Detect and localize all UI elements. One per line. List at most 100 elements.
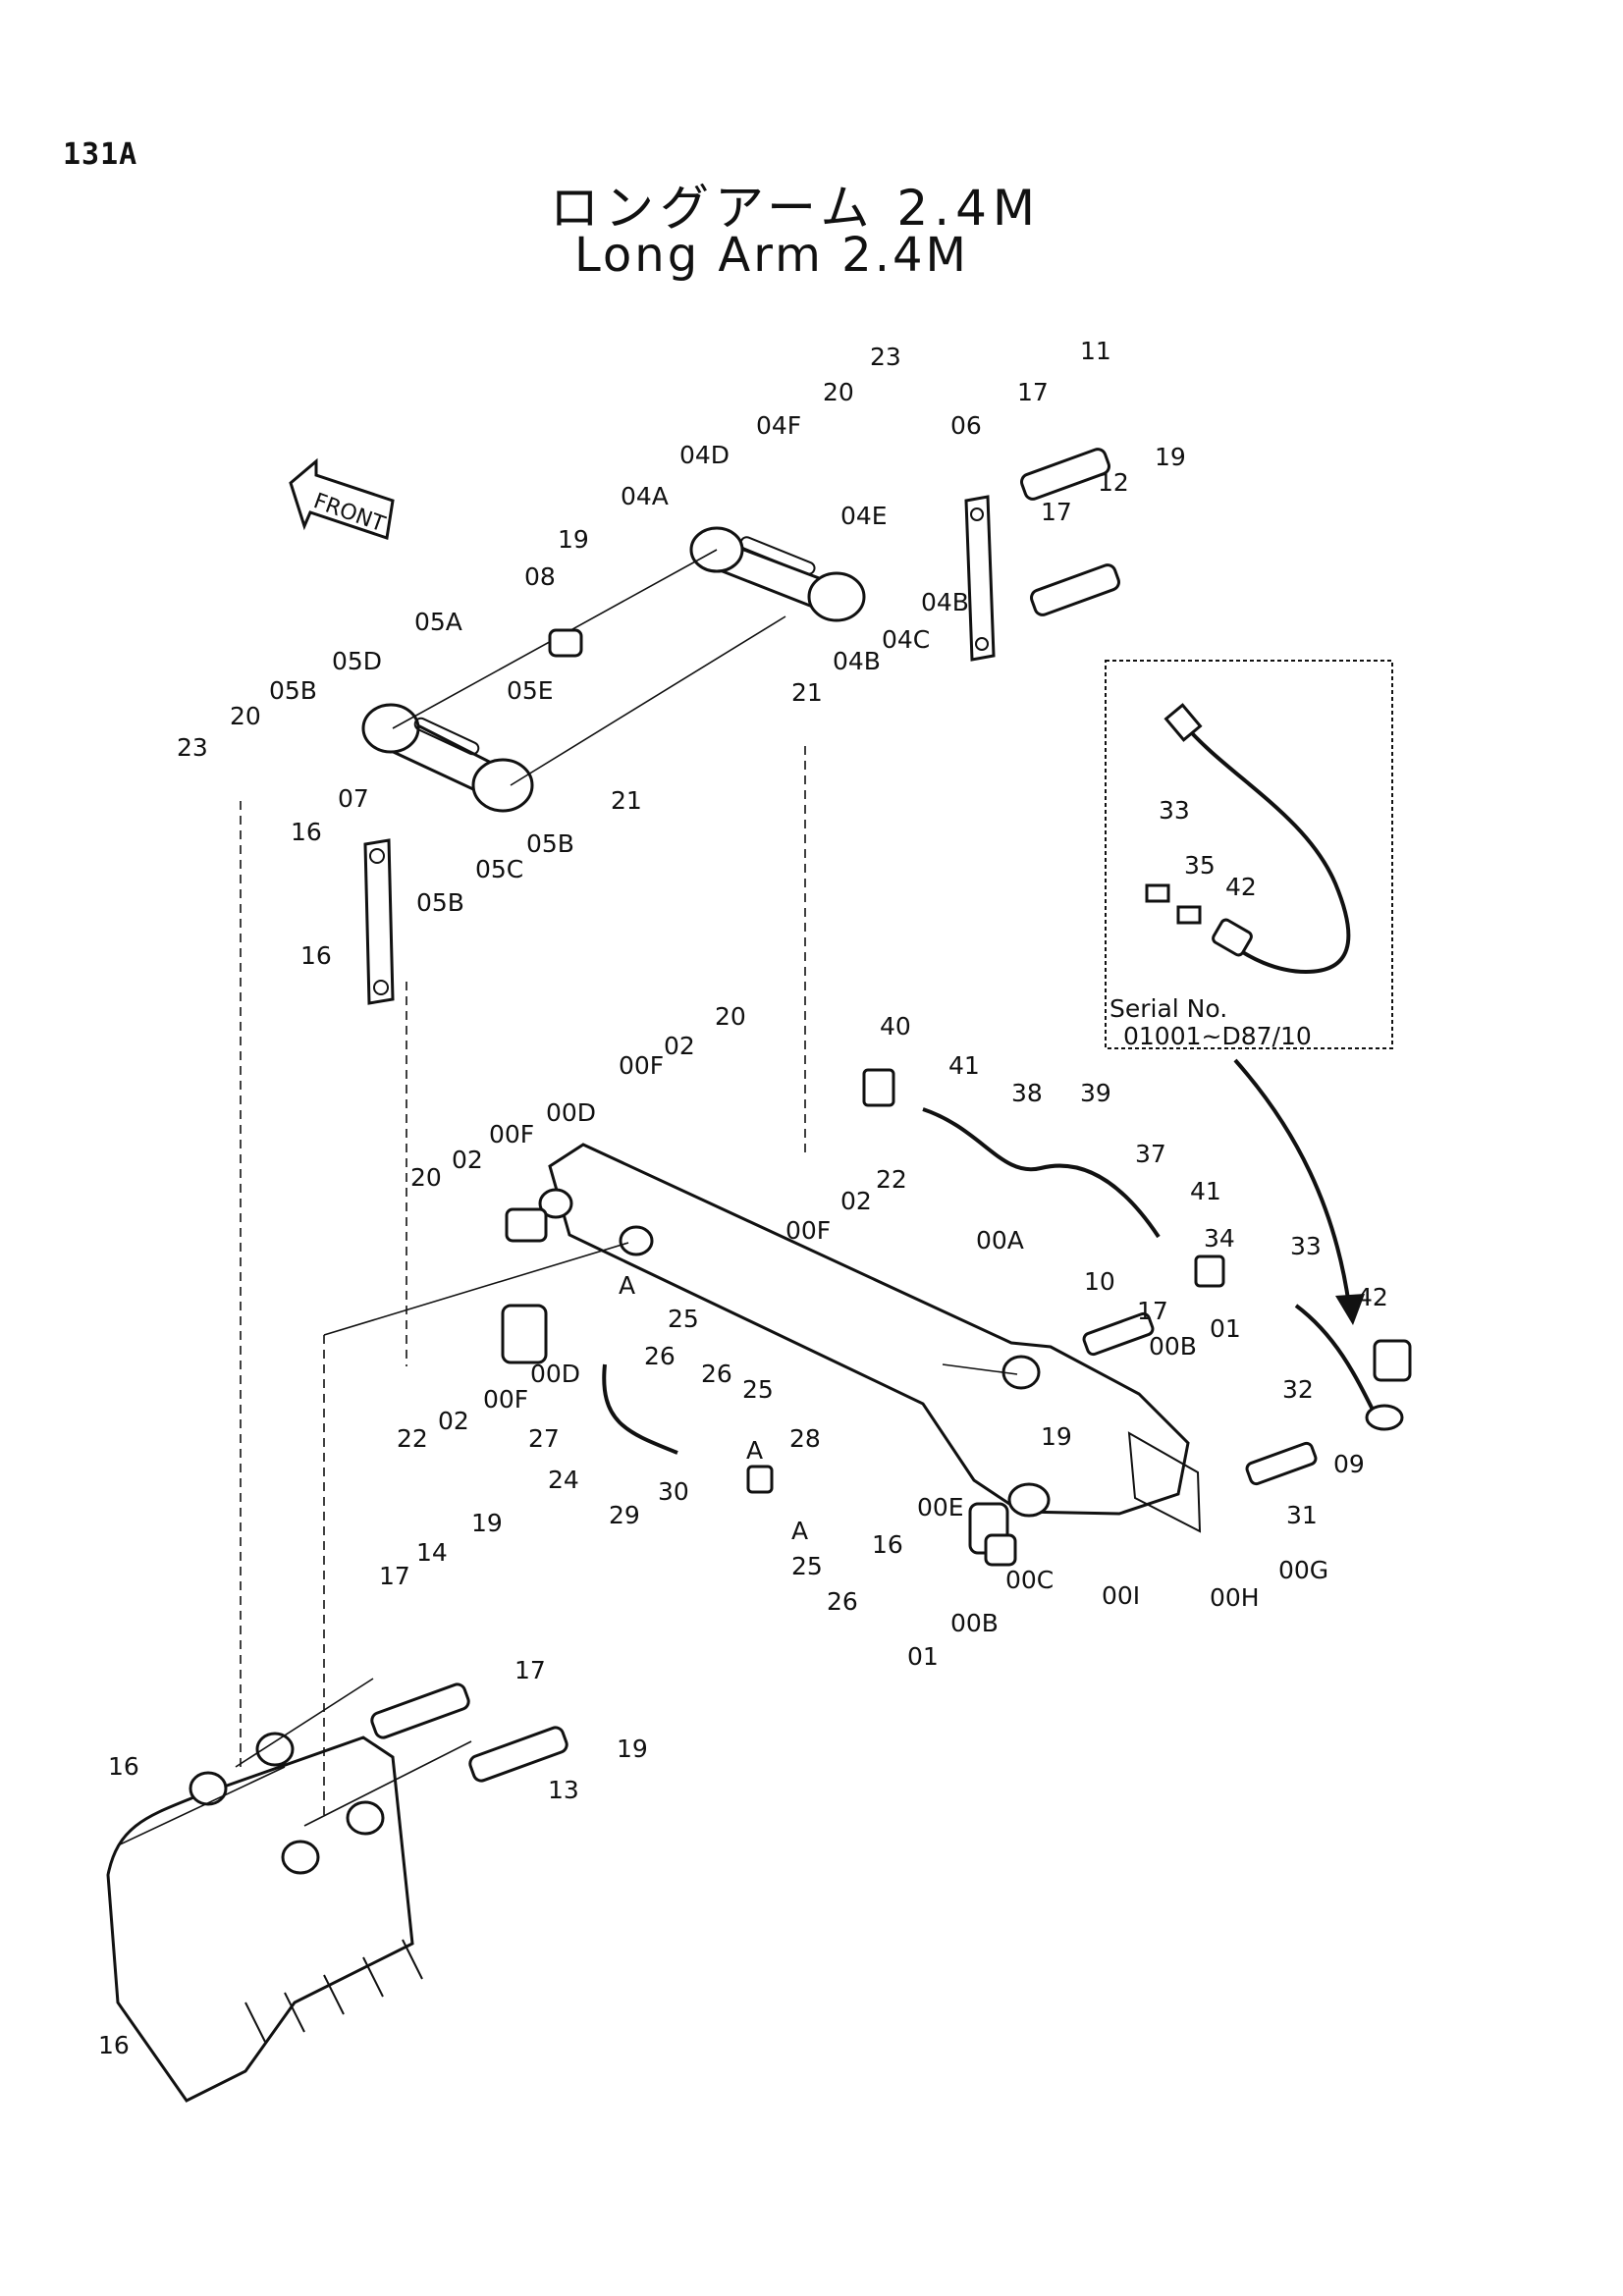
- callout-00b: 00B: [1149, 1332, 1197, 1361]
- callout-35: 35: [1184, 851, 1216, 880]
- callout-08: 08: [524, 562, 556, 591]
- callout-05b: 05B: [526, 829, 574, 858]
- callout-07: 07: [338, 784, 369, 813]
- callout-24: 24: [548, 1466, 579, 1494]
- callout-32: 32: [1282, 1375, 1314, 1404]
- callout-a: A: [746, 1436, 763, 1465]
- callout-41: 41: [1190, 1177, 1221, 1205]
- callout-34: 34: [1204, 1224, 1235, 1253]
- callout-42: 42: [1357, 1283, 1388, 1311]
- callout-40: 40: [880, 1012, 911, 1041]
- callout-19: 19: [471, 1509, 503, 1537]
- callout-42: 42: [1225, 873, 1257, 901]
- callout-00b: 00B: [950, 1609, 999, 1637]
- callout-17: 17: [514, 1656, 546, 1684]
- callout-23: 23: [870, 343, 901, 371]
- callout-10: 10: [1084, 1267, 1115, 1296]
- callout-00h: 00H: [1210, 1583, 1260, 1612]
- callout-16: 16: [872, 1530, 903, 1559]
- callout-00a: 00A: [976, 1226, 1024, 1255]
- callout-38: 38: [1011, 1079, 1043, 1107]
- bucket: [106, 1732, 423, 2103]
- callout-33: 33: [1159, 796, 1190, 825]
- callout-05e: 05E: [507, 676, 554, 705]
- callout-00g: 00G: [1278, 1556, 1328, 1584]
- callout-04e: 04E: [840, 502, 888, 530]
- callout-26: 26: [827, 1587, 858, 1616]
- callout-25: 25: [791, 1552, 823, 1580]
- inset-serial-range: 01001~D87/10: [1123, 1022, 1312, 1050]
- callout-04c: 04C: [882, 625, 930, 654]
- callout-01: 01: [907, 1642, 939, 1671]
- callout-23: 23: [177, 733, 208, 762]
- callout-31: 31: [1286, 1501, 1318, 1529]
- callout-17: 17: [1137, 1297, 1168, 1325]
- callout-05b: 05B: [416, 888, 464, 917]
- title-english: Long Arm 2.4M: [574, 228, 969, 283]
- callout-00f: 00F: [785, 1216, 831, 1245]
- callout-16: 16: [300, 941, 332, 970]
- callout-28: 28: [789, 1424, 821, 1453]
- serial-inset: Serial No. 01001~D87/10: [1105, 660, 1393, 1050]
- callout-19: 19: [617, 1735, 648, 1763]
- callout-16: 16: [108, 1752, 139, 1781]
- callout-04a: 04A: [621, 482, 669, 510]
- callout-19: 19: [1041, 1422, 1072, 1451]
- callout-26: 26: [644, 1342, 676, 1370]
- callout-20: 20: [715, 1002, 746, 1031]
- callout-22: 22: [876, 1165, 907, 1194]
- callout-13: 13: [548, 1776, 579, 1804]
- callout-11: 11: [1080, 337, 1111, 365]
- callout-17: 17: [1017, 378, 1049, 406]
- callout-05a: 05A: [414, 608, 462, 636]
- callout-06: 06: [950, 411, 982, 440]
- callout-01: 01: [1210, 1314, 1241, 1343]
- front-arrow: FRONT: [289, 457, 395, 540]
- callout-20: 20: [410, 1163, 442, 1192]
- callout-19: 19: [1155, 443, 1186, 471]
- arm-body-00a: [538, 1143, 1202, 1533]
- callout-29: 29: [609, 1501, 640, 1529]
- callout-02: 02: [438, 1407, 469, 1435]
- callout-20: 20: [823, 378, 854, 406]
- callout-00d: 00D: [546, 1098, 596, 1127]
- callout-00c: 00C: [1005, 1566, 1054, 1594]
- callout-20: 20: [230, 702, 261, 730]
- callout-09: 09: [1333, 1450, 1365, 1478]
- side-link-06: [964, 495, 996, 662]
- callout-04b: 04B: [921, 588, 969, 616]
- callout-27: 27: [528, 1424, 560, 1453]
- callout-37: 37: [1135, 1140, 1166, 1168]
- link-05a: [361, 703, 534, 813]
- callout-00i: 00I: [1102, 1581, 1140, 1610]
- callout-05b: 05B: [269, 676, 317, 705]
- callout-00f: 00F: [619, 1051, 664, 1080]
- callout-19: 19: [558, 525, 589, 554]
- inset-serial-label: Serial No.: [1109, 994, 1227, 1023]
- callout-39: 39: [1080, 1079, 1111, 1107]
- callout-00e: 00E: [917, 1493, 964, 1522]
- callout-02: 02: [664, 1032, 695, 1060]
- inset-pointer: [1233, 1058, 1351, 1307]
- callout-00f: 00F: [489, 1120, 534, 1148]
- callout-a: A: [791, 1517, 808, 1545]
- callout-02: 02: [452, 1146, 483, 1174]
- callout-17: 17: [379, 1562, 410, 1590]
- page-number: 131A: [63, 137, 138, 172]
- callout-33: 33: [1290, 1232, 1322, 1260]
- callout-14: 14: [416, 1538, 448, 1567]
- callout-41: 41: [948, 1051, 980, 1080]
- callout-26: 26: [701, 1360, 732, 1388]
- callout-02: 02: [840, 1187, 872, 1215]
- callout-25: 25: [742, 1375, 774, 1404]
- callout-21: 21: [611, 786, 642, 815]
- inset-pointer-arrowhead: [1335, 1294, 1365, 1325]
- callout-00f: 00F: [483, 1385, 528, 1414]
- link-04a: [689, 526, 866, 622]
- callout-labels: 23 20 04F 04D 04A 04E 06 17 11 17 12 19 …: [98, 337, 1388, 2059]
- callout-17: 17: [1041, 498, 1072, 526]
- callout-16: 16: [98, 2031, 130, 2059]
- callout-04d: 04D: [679, 441, 730, 469]
- callout-00d: 00D: [530, 1360, 580, 1388]
